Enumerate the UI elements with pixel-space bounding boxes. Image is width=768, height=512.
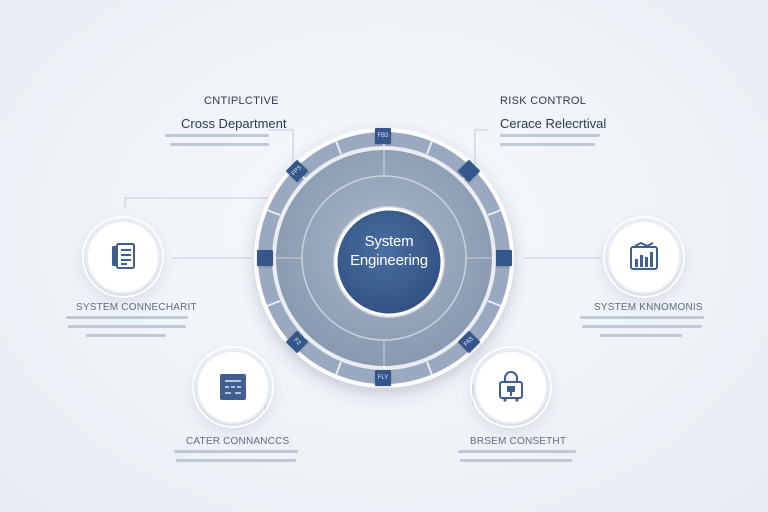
right-desc-line [582, 325, 702, 328]
bottom-right-node[interactable] [470, 346, 552, 428]
left-desc-line [66, 316, 188, 319]
hub-label-line1: System [364, 233, 414, 250]
bottom-left-node[interactable] [192, 346, 274, 428]
ring-tick-bottom: FLY [375, 370, 391, 386]
top-left-subtitle: Cross Department [181, 116, 287, 131]
top-left-desc-line [165, 134, 269, 137]
right-node-label: SYSTEM KNNOMONIS [594, 302, 703, 313]
bottom-left-desc-line [174, 450, 298, 453]
bottom-left-desc-line [176, 459, 296, 462]
bottom-right-desc-line [458, 450, 576, 453]
right-desc-line [600, 334, 682, 337]
bottom-left-node-label: CATER CONNANCCS [186, 436, 290, 447]
top-left-title: CNTIPLCTIVE [204, 95, 279, 107]
top-right-desc-line [500, 143, 595, 146]
top-right-desc-line [500, 134, 600, 137]
left-node-label: SYSTEM CONNECHARIT [76, 302, 197, 313]
left-desc-line [68, 325, 186, 328]
ring-tick-left [257, 250, 273, 266]
bottom-right-desc-line [460, 459, 572, 462]
top-left-desc-line [170, 143, 269, 146]
right-node[interactable] [603, 216, 685, 298]
hub-label: System Engineering [339, 232, 439, 270]
right-desc-line [580, 316, 704, 319]
hub-label-line2: Engineering [350, 252, 428, 269]
spokes [276, 150, 492, 366]
left-desc-line [86, 334, 166, 337]
left-node[interactable] [82, 216, 164, 298]
top-right-title: RISK CONTROL [500, 95, 587, 107]
bottom-right-node-label: BRSEM CONSETHT [470, 436, 567, 447]
ring-tick-top: FB3 [375, 128, 391, 144]
ring-tick-right [496, 250, 512, 266]
hub-circle [334, 207, 444, 317]
top-right-subtitle: Cerace Relecrtival [500, 116, 607, 131]
